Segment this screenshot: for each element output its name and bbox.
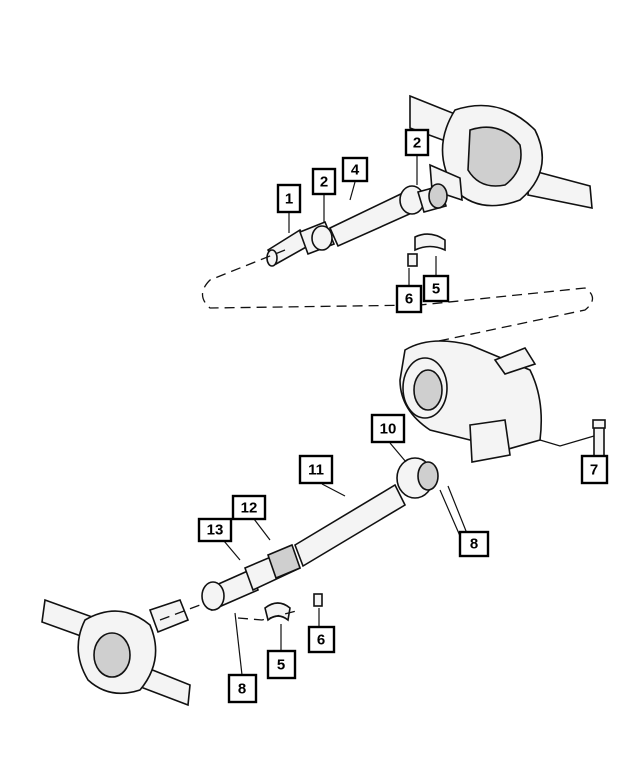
- callout-4: 4: [341, 156, 369, 183]
- svg-text:2: 2: [413, 135, 421, 152]
- svg-text:6: 6: [317, 632, 325, 649]
- transfer-case: [399, 340, 543, 463]
- svg-text:8: 8: [470, 536, 478, 553]
- front-axle-housing: [41, 598, 191, 707]
- svg-text:2: 2: [320, 174, 328, 191]
- callout-5-front: 5: [266, 649, 297, 680]
- callout-8-rear-ujoints: 8: [458, 530, 490, 558]
- svg-text:8: 8: [238, 681, 246, 698]
- callout-11: 11: [298, 454, 334, 485]
- callout-7: 7: [580, 454, 609, 485]
- callout-6-front: 6: [307, 625, 336, 654]
- svg-text:1: 1: [285, 191, 293, 208]
- svg-text:11: 11: [308, 462, 324, 479]
- callout-13: 13: [197, 517, 233, 543]
- leader-lines: [223, 155, 469, 676]
- svg-text:5: 5: [432, 281, 440, 298]
- svg-text:12: 12: [241, 500, 258, 517]
- callout-2-rear-ujoint: 2: [311, 167, 337, 196]
- svg-text:6: 6: [405, 291, 413, 308]
- svg-text:10: 10: [380, 421, 397, 438]
- front-strap-clamp: [264, 602, 291, 622]
- front-bolt: [313, 593, 323, 607]
- svg-text:7: 7: [590, 462, 598, 479]
- rear-driveshaft: [266, 183, 448, 267]
- svg-text:13: 13: [207, 522, 224, 539]
- callout-5-rear: 5: [422, 274, 450, 303]
- callout-10: 10: [370, 413, 406, 444]
- rear-strap-clamp: [414, 233, 446, 252]
- rear-bolt: [407, 253, 418, 267]
- callout-8-front-ujoint: 8: [227, 673, 258, 704]
- callout-2-rear-flange: 2: [404, 128, 430, 157]
- svg-text:4: 4: [351, 162, 360, 179]
- callout-12: 12: [231, 494, 267, 521]
- front-driveshaft: [201, 457, 439, 612]
- svg-text:5: 5: [277, 657, 285, 674]
- callout-6-rear: 6: [395, 284, 423, 314]
- callout-1: 1: [276, 183, 302, 214]
